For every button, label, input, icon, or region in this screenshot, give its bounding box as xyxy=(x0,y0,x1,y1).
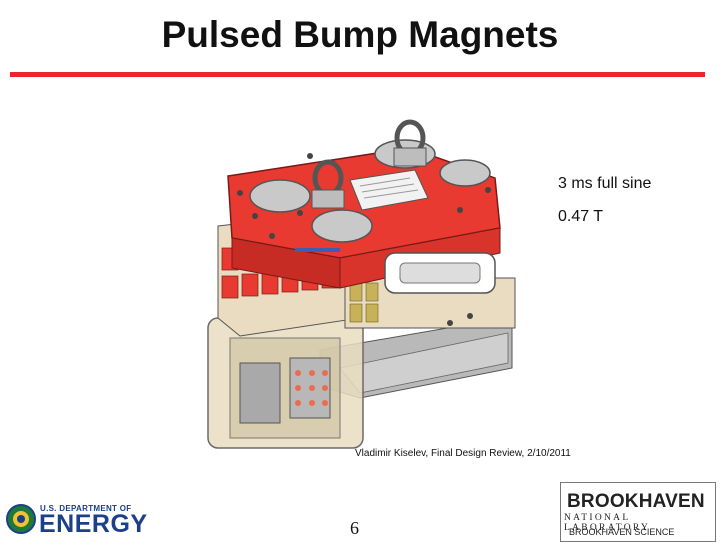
bnl-logo: BROOKHAVEN NATIONAL LABORATORY BROOKHAVE… xyxy=(560,482,716,542)
slide-title: Pulsed Bump Magnets xyxy=(161,14,559,55)
doe-logo-word: ENERGY xyxy=(39,510,148,538)
pulsed-bump-magnet-illustration xyxy=(207,119,516,449)
spec-pulse-shape: 3 ms full sine xyxy=(558,175,652,192)
footer-note: Vladimir Kiselev, Final Design Review, 2… xyxy=(355,448,571,459)
bnl-logo-sub: NATIONAL LABORATORY xyxy=(564,513,651,533)
title-underline xyxy=(10,72,705,77)
page-number: 6 xyxy=(350,518,359,538)
doe-logo-top-text: U.S. DEPARTMENT OF xyxy=(40,504,132,513)
bnl-science-text: BROOKHAVEN SCIENCE xyxy=(569,527,675,537)
doe-seal-icon xyxy=(6,504,36,534)
bnl-logo-main: BROOKHAVEN xyxy=(567,491,705,512)
spec-field-strength: 0.47 T xyxy=(558,208,604,225)
